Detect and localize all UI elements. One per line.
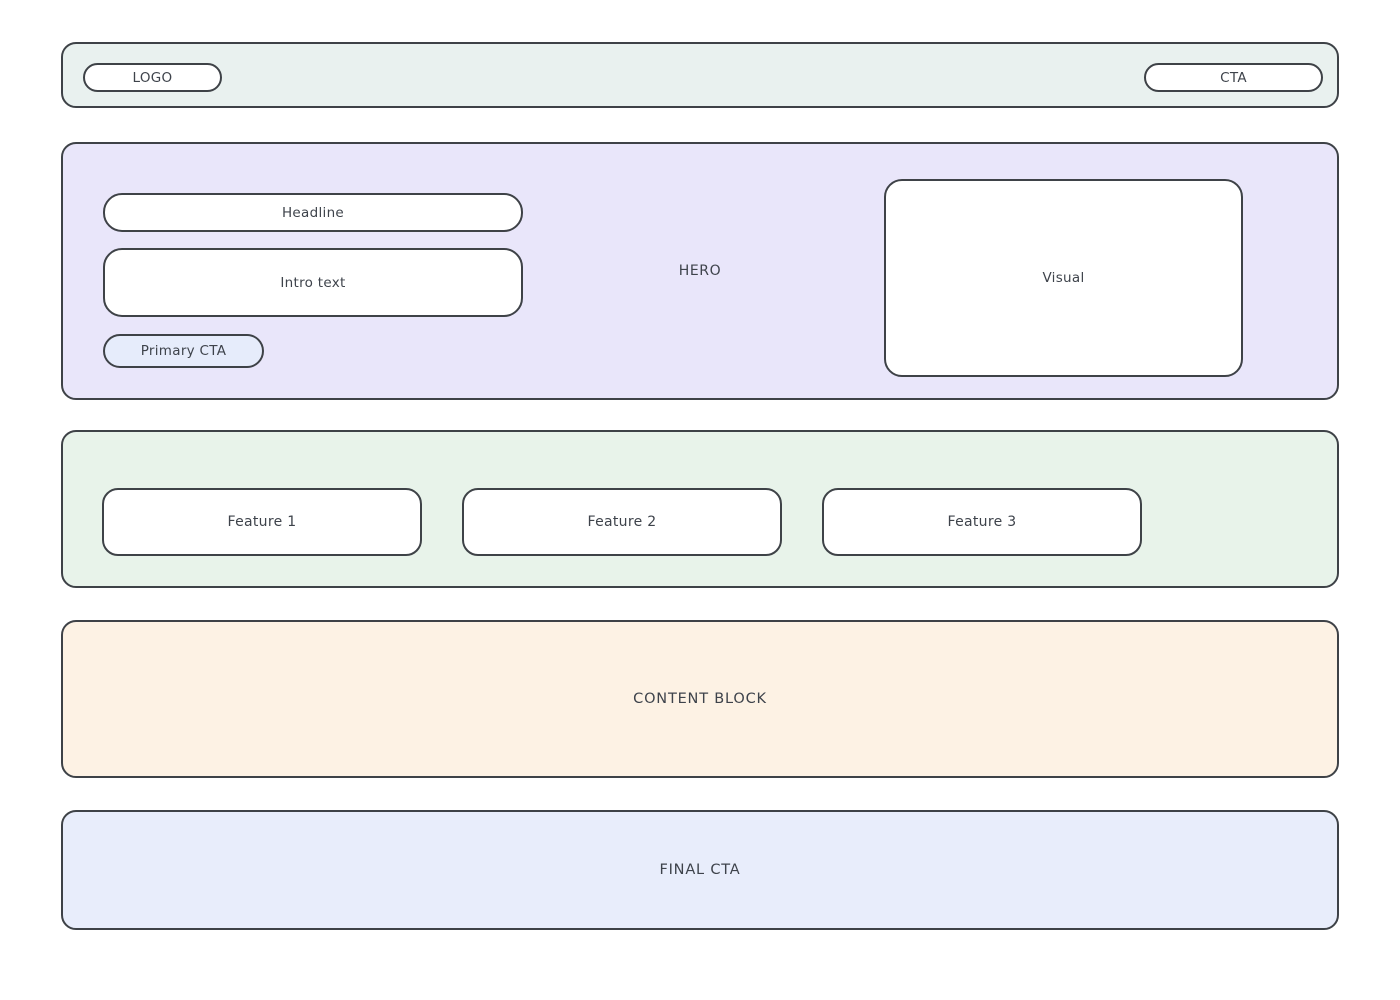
feature-3-label: Feature 3 <box>947 514 1017 530</box>
intro-text-placeholder: Intro text <box>103 248 523 317</box>
content-block-section: CONTENT BLOCK <box>61 620 1339 778</box>
logo-label: LOGO <box>132 69 173 86</box>
features-section: Feature 1 Feature 2 Feature 3 <box>61 430 1339 588</box>
header-cta-label: CTA <box>1220 69 1247 86</box>
hero-visual-placeholder: Visual <box>884 179 1243 377</box>
primary-cta-label: Primary CTA <box>140 343 227 359</box>
feature-card-3: Feature 3 <box>822 488 1142 556</box>
header-cta-button[interactable]: CTA <box>1144 63 1323 92</box>
headline-label: Headline <box>281 204 345 221</box>
headline-placeholder: Headline <box>103 193 523 232</box>
feature-card-1: Feature 1 <box>102 488 422 556</box>
intro-text-label: Intro text <box>280 274 346 291</box>
feature-card-2: Feature 2 <box>462 488 782 556</box>
header-bar: LOGO CTA <box>61 42 1339 108</box>
final-cta-label: FINAL CTA <box>659 862 741 878</box>
final-cta-section: FINAL CTA <box>61 810 1339 930</box>
hero-section: HERO Headline Intro text Primary CTA Vis… <box>61 142 1339 400</box>
primary-cta-button[interactable]: Primary CTA <box>103 334 264 368</box>
feature-2-label: Feature 2 <box>587 514 657 530</box>
content-block-label: CONTENT BLOCK <box>633 691 767 707</box>
feature-1-label: Feature 1 <box>227 514 297 530</box>
visual-label: Visual <box>1042 270 1085 286</box>
logo-pill[interactable]: LOGO <box>83 63 222 92</box>
